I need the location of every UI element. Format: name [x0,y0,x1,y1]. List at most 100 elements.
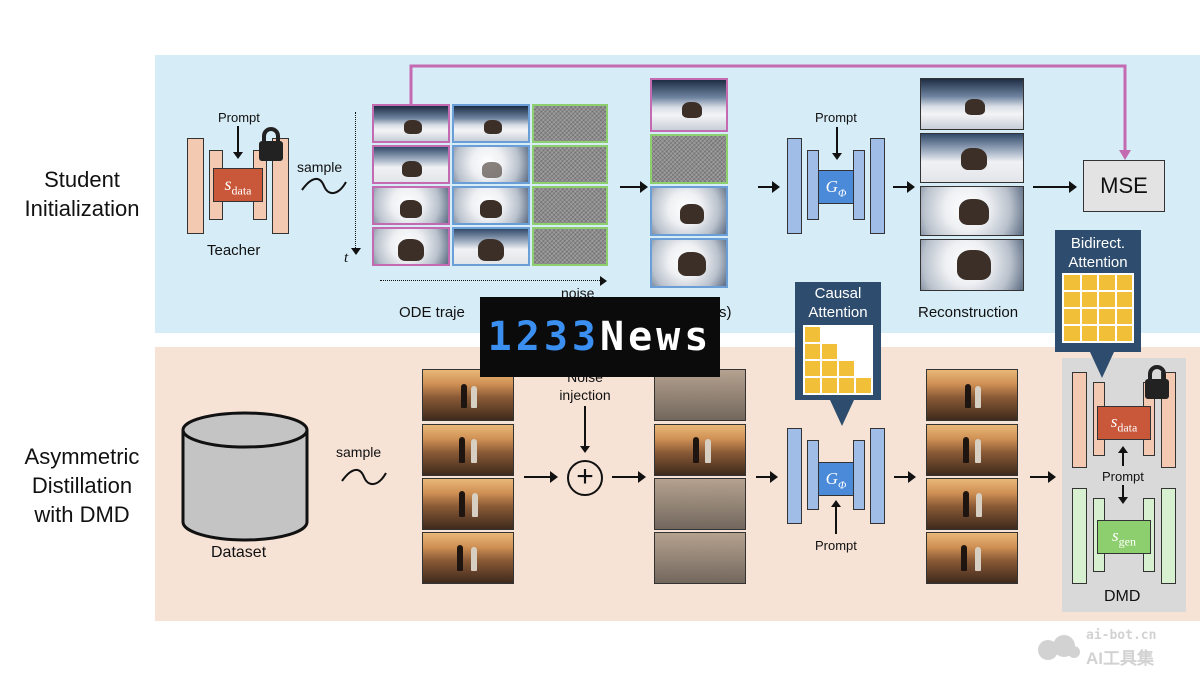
arrow-shaft [612,476,640,478]
mask-cell [856,327,871,342]
ode-trajectory-tile [532,145,608,184]
row-label-asymmetric-distillation: Asymmetric Distillation with DMD [2,442,162,529]
teacher-prompt-arrow [237,126,239,154]
student-unet-bar [853,440,865,510]
mask-cell [1081,326,1097,341]
teacher-sample-label: sample [297,159,343,175]
ode-trajectory-tile [372,227,450,266]
student-unet-bar [870,138,885,234]
selected-noisy-input-tile [650,238,728,288]
mse-loss-box: MSE [1083,160,1165,212]
arrow-head [831,500,841,507]
noisy-frame-tile [654,532,746,584]
generated-frame-tile [926,369,1018,421]
arrow-head [638,471,646,483]
mask-cell [1081,309,1097,324]
watermark-number: 1233 [487,314,600,360]
arrow-shaft [620,186,642,188]
row-label-line: with DMD [34,502,130,527]
mask-cell [1116,292,1132,307]
core-symbol: G [825,177,838,196]
dmd-gen-score-core: sgen [1097,520,1151,554]
lock-icon [258,126,284,162]
mask-cell [1064,292,1080,307]
noise-arrow [584,406,586,448]
arrow-shaft [1033,186,1071,188]
reconstruction-tile [920,239,1024,291]
plus-circle-icon: + [567,460,603,496]
student-unet-bar [870,428,885,524]
noise-injection-line: injection [559,387,611,403]
core-subscript: gen [1118,534,1136,549]
mask-cell [1064,326,1080,341]
ode-trajectory-tile [532,186,608,225]
mask-cell [822,378,837,393]
dmd-prompt-arrow [1122,485,1124,499]
core-subscript: Φ [837,479,847,492]
bidirectional-attention-title: Attention [1068,254,1128,271]
ode-trajectory-tile [452,186,530,225]
core-symbol: G [825,469,838,488]
dataset-cylinder-icon [180,410,310,545]
reconstruction-tile [920,186,1024,236]
mask-cell [1099,275,1115,290]
row-label-student-initialization: Student Initialization [2,165,162,223]
teacher-unet-bar [187,138,204,234]
time-axis-label: t [344,250,349,266]
mask-cell [805,378,820,393]
student-generator-core: GΦ [818,462,854,496]
generated-frame-tile [926,478,1018,530]
mask-cell [1081,275,1097,290]
plus-symbol: + [576,460,594,493]
teacher-label: Teacher [207,242,261,259]
mask-cell [839,344,854,359]
dmd-label: DMD [1104,588,1141,605]
causal-attention-title: Attention [808,304,868,321]
selected-noisy-input-tile [650,78,728,132]
student-prompt-label: Prompt [815,538,857,553]
mask-cell [856,361,871,376]
noisy-frame-tile [654,369,746,421]
logo-domain: ai-bot.cn [1086,628,1157,643]
logo-icon [1036,634,1080,660]
ode-trajectory-tile [372,186,450,225]
noise-axis [380,280,602,281]
dataset-label: Dataset [211,544,267,561]
mask-cell [1099,292,1115,307]
video-frame-tile [422,532,514,584]
row-label-line: Distillation [31,473,133,498]
mask-cell [805,361,820,376]
mask-cell [1116,309,1132,324]
ode-trajectory-tile [452,145,530,184]
mse-label: MSE [1100,173,1148,198]
core-subscript: Φ [837,187,847,200]
student-generator-core: GΦ [818,170,854,204]
arrow-shaft [756,476,772,478]
arrow-shaft [893,186,909,188]
dmd-score-unet-bar [1072,372,1087,468]
ode-trajectory-tile [532,227,608,266]
mask-cell [822,327,837,342]
bidirectional-attention-title: Bidirect. [1070,235,1126,252]
selected-noisy-input-tile [650,186,728,236]
bidirectional-attention-mask-grid [1062,273,1134,343]
teacher-prompt-label: Prompt [218,110,260,125]
reconstruction-tile [920,78,1024,130]
arrow-head [832,153,842,160]
arrow-head [640,181,648,193]
video-frame-tile [422,424,514,476]
logo-name: AI工具集 [1086,649,1154,668]
mask-cell [856,344,871,359]
ode-trajectory-tile [372,104,450,143]
mask-cell [839,327,854,342]
student-prompt-label: Prompt [815,110,857,125]
mask-cell [822,344,837,359]
arrow-shaft [894,476,910,478]
arrow-head [907,181,915,193]
mask-cell [1099,309,1115,324]
causal-attention-mask-grid [803,325,873,395]
row-label-line: Asymmetric [24,444,140,469]
callout-pointer [1090,352,1114,378]
core-symbol: s [1112,526,1119,545]
ode-trajectory-tile [532,104,608,143]
